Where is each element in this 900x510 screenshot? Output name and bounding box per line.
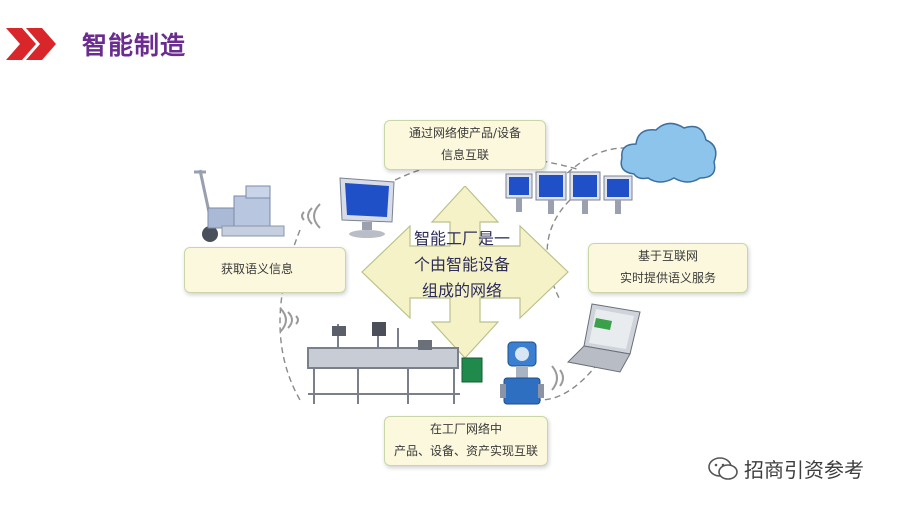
flow-meter-icon	[500, 341, 544, 405]
info-box-line: 基于互联网	[637, 249, 698, 263]
info-box-top: 通过网络使产品/设备 信息互联	[384, 120, 546, 170]
source-account-name: 大数跨境	[40, 484, 105, 503]
wireless-signal-icon	[551, 365, 564, 391]
four-way-arrow	[361, 186, 569, 358]
center-line: 个由智能设备	[413, 255, 510, 274]
center-statement: 智能工厂是一 个由智能设备 组成的网络	[412, 226, 512, 304]
chevron-double-icon	[6, 28, 56, 60]
wechat-icon	[708, 456, 738, 480]
page-title: 智能制造	[82, 31, 187, 60]
hand-truck-icon	[194, 169, 285, 242]
wireless-signal-icon	[301, 203, 321, 229]
info-box-left: 获取语义信息	[184, 247, 346, 293]
info-box-line: 信息互联	[440, 148, 489, 162]
desktop-monitor-icon	[339, 177, 395, 238]
center-line: 组成的网络	[421, 281, 502, 300]
laptop-icon	[566, 303, 641, 373]
info-box-line: 实时提供语义服务	[619, 271, 716, 285]
wireless-signal-icon	[279, 307, 299, 333]
info-box-line: 获取语义信息	[221, 262, 294, 276]
cloud-icon	[620, 122, 717, 183]
center-line: 智能工厂是一	[413, 229, 510, 248]
wechat-watermark: 招商引资参考	[708, 454, 864, 483]
info-box-line: 在工厂网络中	[429, 422, 502, 436]
source-watermark: 大数跨境	[6, 480, 104, 504]
info-box-line: 产品、设备、资产实现互联	[393, 444, 538, 458]
monitor-array-icon	[505, 171, 633, 214]
info-box-line: 通过网络使产品/设备	[408, 126, 522, 140]
wechat-account-name: 招商引资参考	[744, 458, 864, 482]
assembly-line-icon	[307, 322, 483, 404]
info-box-bottom: 在工厂网络中 产品、设备、资产实现互联	[384, 416, 548, 466]
info-box-right: 基于互联网 实时提供语义服务	[588, 243, 748, 293]
account-logo-icon	[7, 484, 35, 500]
